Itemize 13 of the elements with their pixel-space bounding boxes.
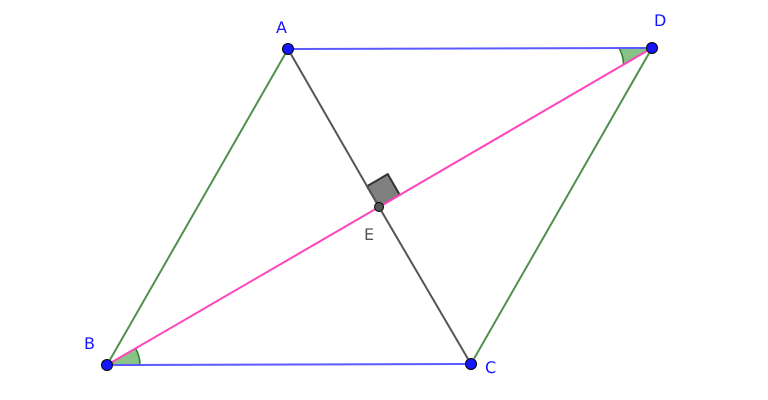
point-label: C bbox=[485, 359, 496, 377]
point-label: E bbox=[364, 226, 374, 244]
line-segment bbox=[109, 54, 286, 360]
line-segment bbox=[290, 54, 378, 204]
line-segment bbox=[473, 52, 650, 360]
line-segment bbox=[294, 47, 646, 50]
line-segment bbox=[113, 363, 465, 366]
line-segment bbox=[382, 50, 648, 206]
point-label: D bbox=[654, 12, 666, 30]
point-label: B bbox=[84, 335, 95, 353]
point-label: A bbox=[276, 19, 287, 37]
line-segment bbox=[112, 208, 376, 363]
line-segment bbox=[380, 210, 469, 360]
